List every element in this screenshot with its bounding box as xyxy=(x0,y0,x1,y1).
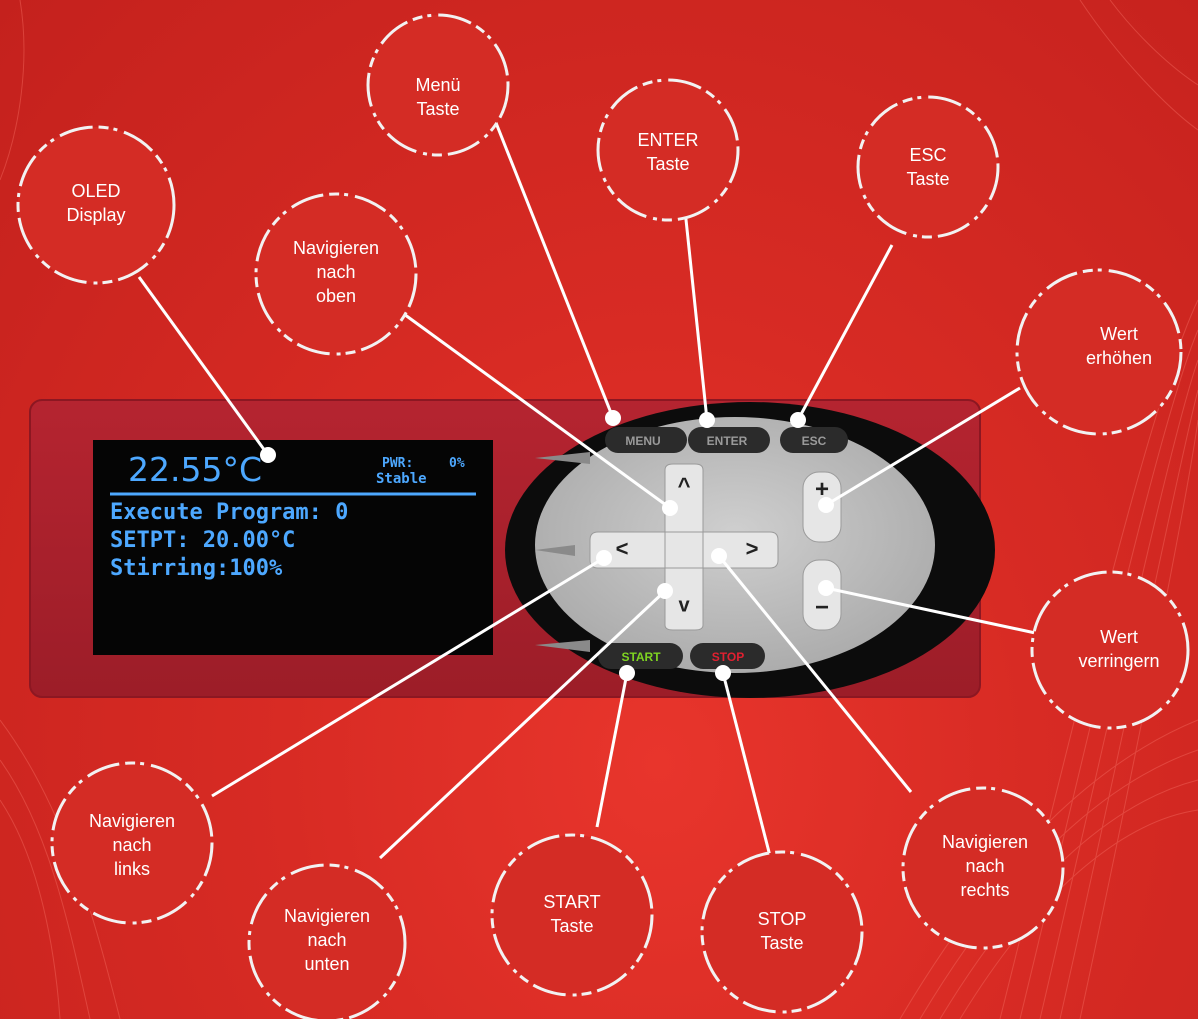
minus-icon: − xyxy=(815,594,829,622)
stop-button-label: STOP xyxy=(712,650,744,664)
oled-pwr-value: 0% xyxy=(449,456,465,471)
menu-button-label: MENU xyxy=(625,434,660,448)
chevron-down-icon: v xyxy=(678,595,689,618)
enter-button-label: ENTER xyxy=(707,434,748,448)
oled-temperature: 22.55°C xyxy=(128,450,262,489)
oled-pwr-label: PWR: xyxy=(382,456,413,471)
oled-line-1: Execute Program: 0 xyxy=(110,500,348,525)
esc-button-label: ESC xyxy=(802,434,827,448)
plus-icon: + xyxy=(815,476,829,504)
chevron-up-icon: ^ xyxy=(678,473,691,499)
oled-line-3: Stirring:100% xyxy=(110,556,282,581)
start-button-label: START xyxy=(621,650,660,664)
oled-line-2: SETPT: 20.00°C xyxy=(110,528,295,553)
oled-status: Stable xyxy=(376,471,427,487)
chevron-right-icon: > xyxy=(746,536,759,562)
chevron-left-icon: < xyxy=(616,536,629,562)
